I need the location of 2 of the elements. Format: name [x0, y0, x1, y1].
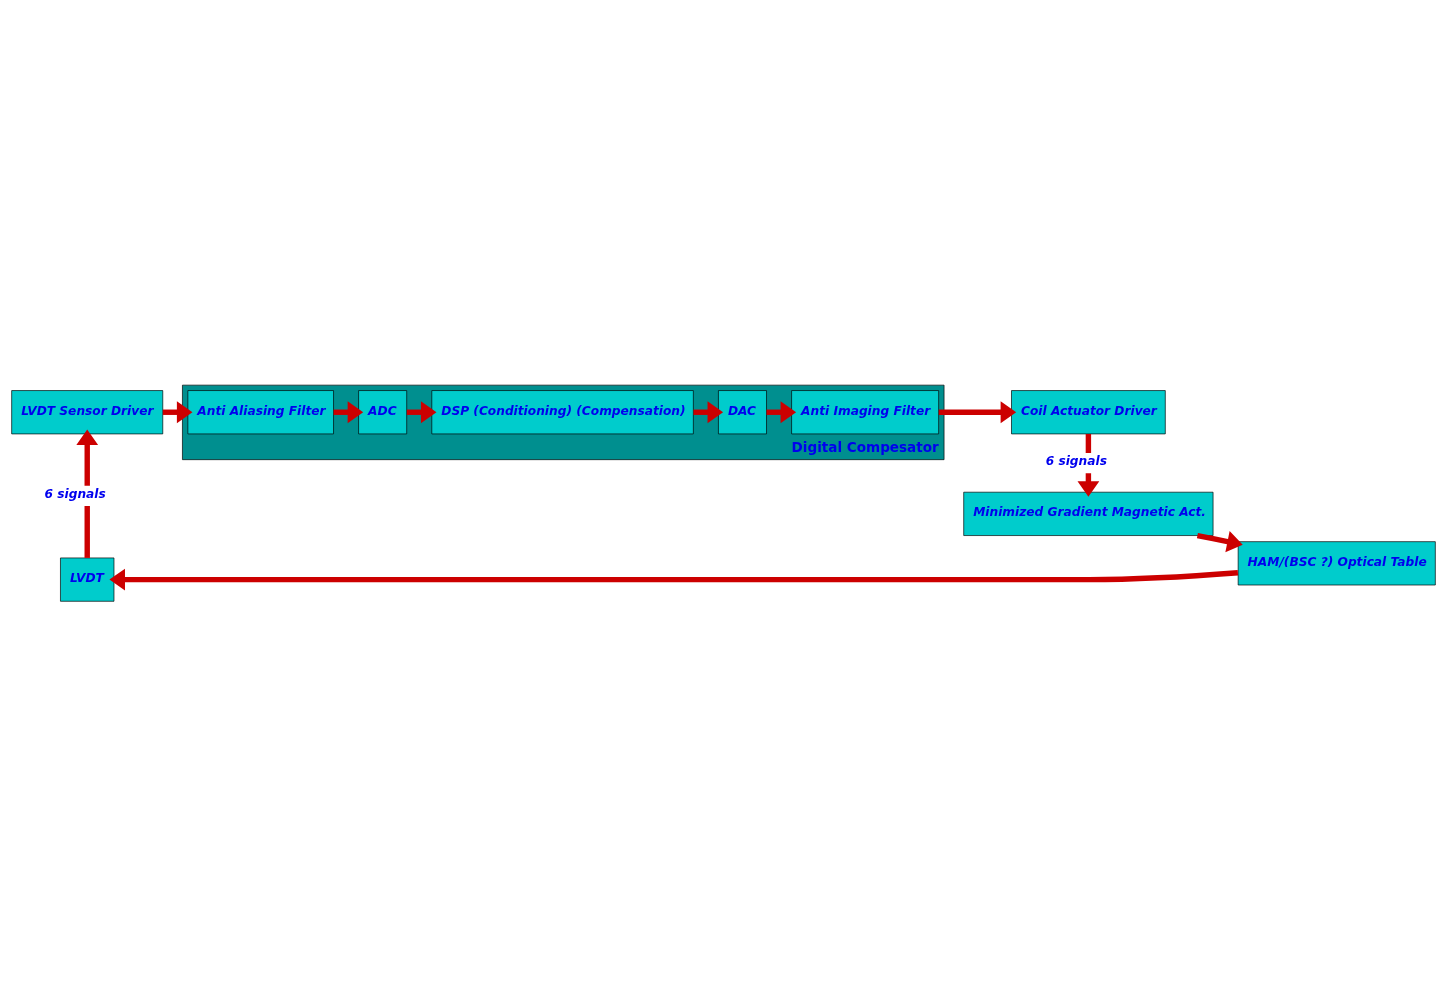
edge-label: 6 signals	[44, 487, 106, 502]
edge-label: 6 signals	[1045, 454, 1107, 469]
